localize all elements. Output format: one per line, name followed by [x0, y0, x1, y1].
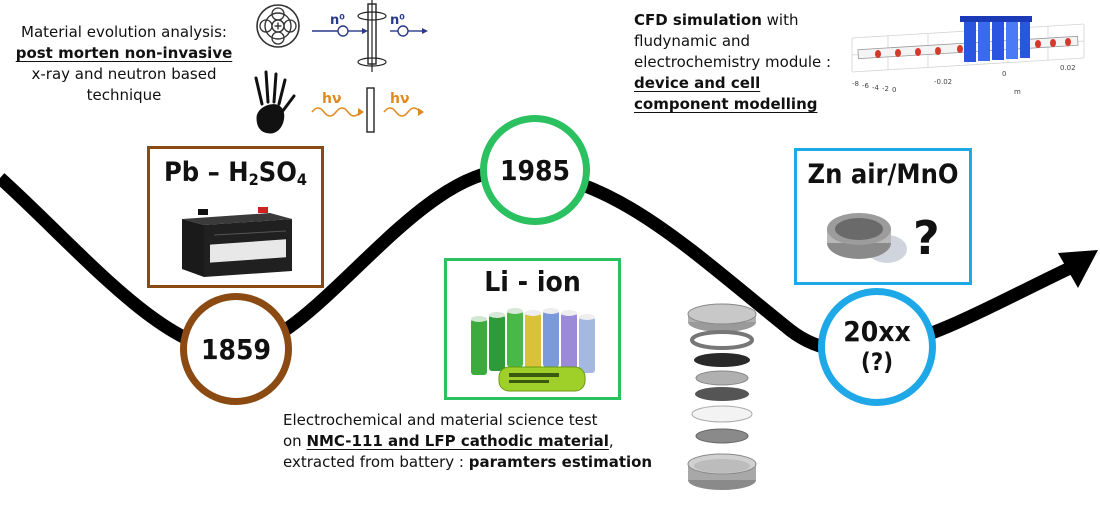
electrochemical-line3-prefix: extracted from battery :: [283, 453, 469, 471]
li-ion-title: Li - ion: [484, 265, 581, 298]
year-1859-label: 1859: [200, 332, 272, 366]
cfd-tick-3: -2: [882, 85, 889, 93]
year-future-label: 20xx: [843, 315, 911, 348]
material-analysis-line2: post morten non-invasive: [15, 44, 233, 62]
cfd-axis-unit: m: [1014, 88, 1021, 96]
cfd-tick-5: -0.02: [934, 78, 952, 86]
electrochemical-line1: Electrochemical and material science tes…: [283, 411, 598, 429]
lead-acid-battery-icon: [182, 207, 292, 277]
neutron-label-right: n⁰: [390, 13, 405, 28]
cfd-line1-rest: with: [761, 11, 799, 29]
neutron-beam-icon: [312, 25, 428, 37]
cfd-hotspots: [875, 38, 1071, 58]
material-analysis-line1: Material evolution analysis:: [21, 23, 227, 41]
imaging-technique-figure: n⁰ n⁰ hν hν: [254, 0, 428, 134]
electrochemical-line2-bold: NMC-111 and LFP cathodic material: [306, 432, 609, 450]
cfd-tick-0: -8: [852, 80, 859, 88]
neutron-label-left: n⁰: [330, 13, 345, 28]
cfd-line1: CFD simulation with: [634, 10, 854, 31]
li-ion-box: Li - ion: [444, 258, 621, 400]
coin-cell-gasket: [690, 330, 754, 350]
cfd-tick-4: 0: [892, 86, 896, 94]
year-1859-circle: 1859: [180, 293, 292, 405]
coin-cell-spacer: [695, 370, 749, 386]
electrochemical-line2-suffix: ,: [608, 432, 614, 450]
sample-slab: [366, 87, 375, 133]
photon-beam-icon: [311, 107, 424, 117]
electrochemical-line3-bold: paramters estimation: [468, 453, 653, 471]
zn-air-box: Zn air/MnO ?: [794, 148, 972, 285]
cfd-tick-2: -4: [872, 84, 880, 92]
electrochemical-line3: extracted from battery : paramters estim…: [283, 452, 683, 473]
zn-air-title: Zn air/MnO: [807, 159, 959, 190]
lead-acid-title-sub2: 4: [296, 170, 307, 190]
coin-cell-cathode: [695, 387, 749, 401]
lead-acid-title-sub1: 2: [248, 170, 259, 190]
coin-cell-icon: [827, 213, 907, 263]
cfd-axis-ticks: -8 -6 -4 -2 0 -0.02 0 0.02 m: [852, 64, 1076, 96]
year-1985-circle: 1985: [480, 115, 590, 225]
li-ion-cells-icon: [471, 308, 595, 392]
cfd-tick-7: 0.02: [1060, 64, 1076, 72]
electrochemical-line2-prefix: on: [283, 432, 307, 450]
coin-cell-anode: [694, 353, 750, 367]
electrochemical-test-text: Electrochemical and material science tes…: [283, 410, 683, 473]
zn-air-question-mark: ?: [913, 211, 940, 265]
coin-cell-base: [687, 453, 757, 490]
electrochemical-line2: on NMC-111 and LFP cathodic material,: [283, 431, 683, 452]
cfd-line2: fludynamic and: [634, 32, 751, 50]
material-analysis-line4: technique: [86, 86, 162, 104]
lead-acid-box: Pb – H2SO4: [147, 146, 324, 288]
coin-cell-cap: [687, 303, 757, 332]
lead-acid-title: Pb – H2SO4: [150, 157, 321, 189]
photon-label-left: hν: [322, 91, 342, 107]
cfd-model-render: -8 -6 -4 -2 0 -0.02 0 0.02 m: [851, 16, 1085, 96]
material-analysis-text: Material evolution analysis: post morten…: [8, 22, 240, 106]
cfd-tick-6: 0: [1002, 70, 1006, 78]
hand-xray-icon: [254, 70, 296, 134]
cfd-tick-1: -6: [862, 82, 870, 90]
cfd-line1-bold: CFD simulation: [634, 11, 762, 29]
year-future-question: (?): [860, 348, 894, 376]
cfd-simulation-text: CFD simulation with fludynamic and elect…: [634, 10, 854, 115]
photon-label-right: hν: [390, 91, 410, 107]
cfd-line5: component modelling: [634, 95, 818, 113]
cfd-line3: electrochemistry module :: [634, 53, 832, 71]
coin-cell-disc: [695, 428, 749, 444]
material-analysis-line3: x-ray and neutron based: [31, 65, 217, 83]
lead-acid-title-part1: Pb – H: [164, 157, 249, 188]
lead-acid-title-part2: SO: [258, 157, 297, 188]
exploded-coin-cell: [687, 303, 757, 490]
coin-cell-separator: [691, 405, 753, 423]
rotating-sample-icon: [357, 0, 387, 72]
atom-icon: [256, 4, 300, 48]
year-1985-label: 1985: [499, 153, 571, 187]
cfd-cell-stack: [960, 16, 1032, 62]
timeline-arrow-head: [1058, 250, 1098, 288]
cfd-line4: device and cell: [634, 74, 761, 92]
year-future-circle: 20xx (?): [818, 288, 936, 406]
